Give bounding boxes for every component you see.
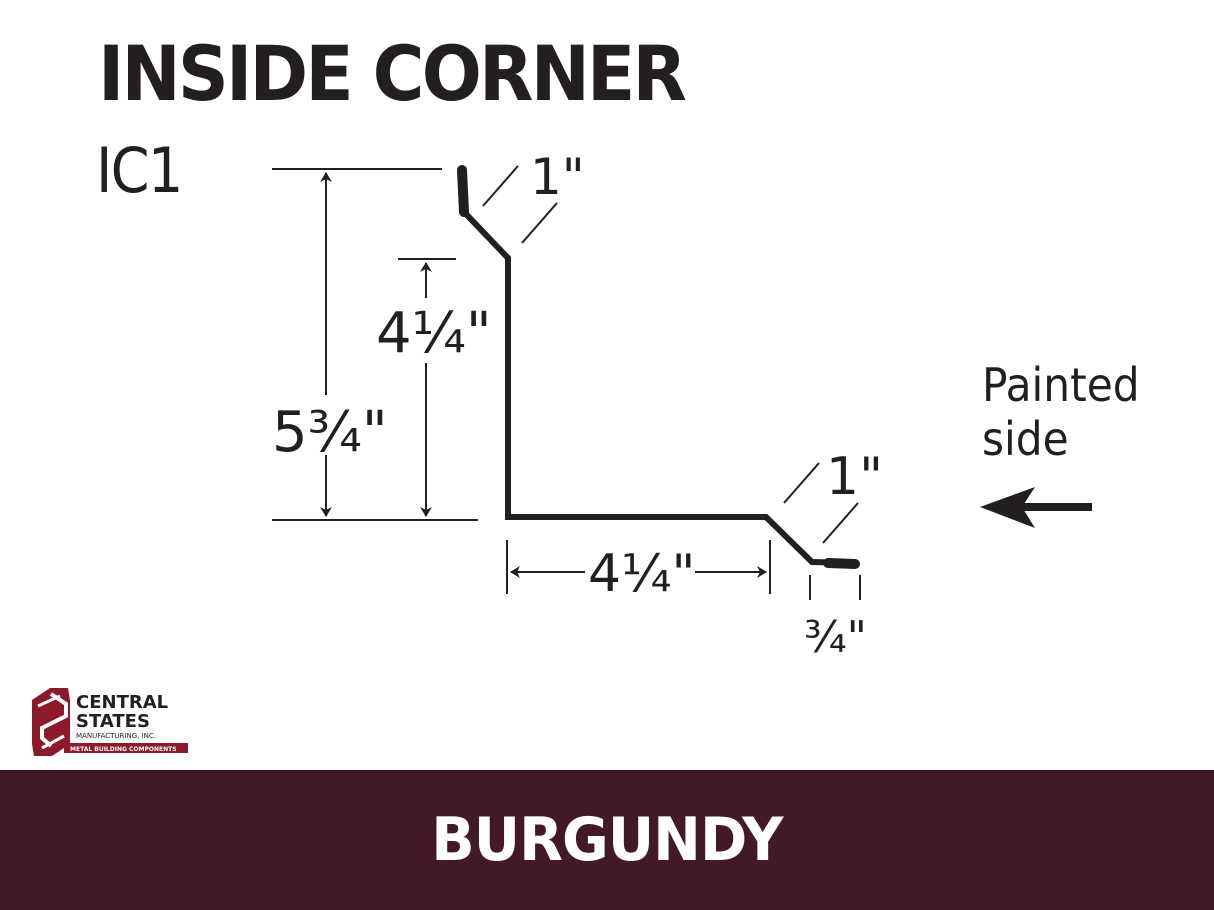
extension-lines: [272, 165, 861, 600]
color-name: BURGUNDY: [431, 805, 783, 875]
bottom-flange-label: 1": [826, 447, 883, 507]
logo-mark-icon: [32, 688, 70, 756]
overall-height-label: 5¾": [272, 400, 388, 465]
logo-line1: CENTRAL: [76, 692, 168, 713]
logo-line2: STATES: [76, 711, 150, 732]
central-states-logo: CENTRAL STATES MANUFACTURING, INC. METAL…: [32, 688, 188, 756]
color-band: BURGUNDY: [0, 770, 1214, 910]
painted-side-label: Painted side: [982, 358, 1140, 466]
painted-side-line2: side: [982, 412, 1069, 466]
profile-outline: [457, 165, 860, 569]
inner-height-label: 4¼": [376, 301, 492, 366]
product-code: IC1: [96, 134, 183, 207]
top-flange-label: 1": [530, 148, 585, 206]
painted-side-line1: Painted: [982, 358, 1140, 412]
logo-line3: MANUFACTURING, INC.: [76, 732, 156, 740]
page-title: INSIDE CORNER: [98, 29, 687, 118]
logo-tagline: METAL BUILDING COMPONENTS: [70, 746, 177, 753]
profile-diagram: 1" 5¾" 4¼" 4¼" 1" ¾": [272, 148, 1092, 663]
bottom-width-label: 4¼": [588, 544, 695, 604]
hem-label: ¾": [804, 612, 867, 663]
painted-side-arrow-icon: [980, 487, 1092, 528]
